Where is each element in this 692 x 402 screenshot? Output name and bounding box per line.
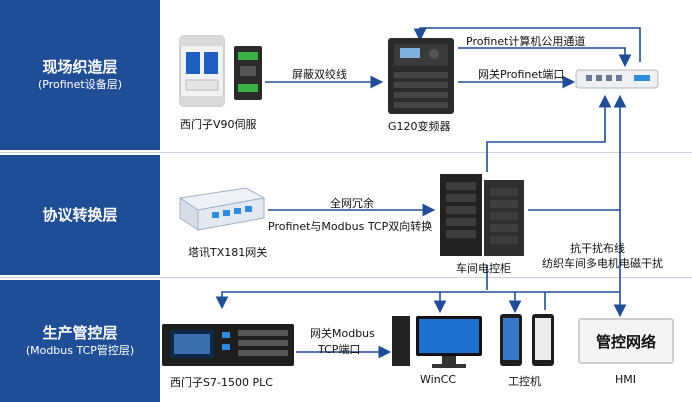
- caption-industrial-pc: 工控机: [508, 375, 541, 388]
- hmi-screen-text: 管控网络: [595, 332, 656, 351]
- industrial-pc-icon: [500, 314, 554, 366]
- label-full-redundancy: 全网冗余: [330, 197, 374, 210]
- layer-protocol: 协议转换层: [0, 155, 160, 275]
- circuit-breaker-icon: [179, 35, 225, 107]
- layer-divider: [0, 152, 692, 153]
- label-tcp-port: TCP端口: [318, 343, 361, 356]
- layer-title: 生产管控层: [42, 324, 118, 342]
- caption-g120-inverter: G120变频器: [388, 120, 451, 133]
- servo-drive-icon: [234, 46, 262, 100]
- desktop-pc-icon: [392, 316, 482, 368]
- caption-control-cabinet: 车间电控柜: [456, 262, 511, 275]
- layer-subtitle: (Profinet设备层): [37, 78, 122, 91]
- caption-wincc: WinCC: [420, 373, 457, 386]
- caption-v90-servo: 西门子V90伺服: [180, 118, 257, 131]
- label-profinet-shared-channel: Profinet计算机公用通道: [466, 35, 586, 48]
- layer-divider: [0, 277, 692, 278]
- plc-icon: [162, 324, 294, 366]
- layer-management: 生产管控层 (Modbus TCP管控层): [0, 280, 160, 402]
- layer-title: 现场织造层: [42, 58, 118, 76]
- gateway-icon: [178, 187, 266, 231]
- control-cabinet-icon: [440, 174, 524, 256]
- layer-field: 现场织造层 (Profinet设备层): [0, 0, 160, 150]
- label-gateway-profinet-port: 网关Profinet端口: [478, 68, 565, 81]
- label-shielded-cable: 屏蔽双绞线: [292, 68, 347, 81]
- label-gateway-modbus: 网关Modbus: [310, 327, 375, 340]
- label-bidirectional-conversion: Profinet与Modbus TCP双向转换: [268, 220, 433, 233]
- label-emi-note: 纺织车间多电机电磁干扰: [542, 257, 663, 270]
- caption-tx181-gateway: 塔讯TX181网关: [188, 246, 268, 259]
- frequency-inverter-icon: [388, 38, 454, 114]
- layer-subtitle: (Modbus TCP管控层): [25, 344, 135, 357]
- label-anti-interference: 抗干扰布线: [570, 242, 625, 255]
- caption-hmi: HMI: [615, 373, 637, 386]
- hmi-panel: 管控网络: [578, 318, 674, 364]
- caption-s7-1500-plc: 西门子S7-1500 PLC: [170, 376, 273, 389]
- network-switch-icon: [575, 69, 659, 89]
- layer-title: 协议转换层: [42, 206, 118, 224]
